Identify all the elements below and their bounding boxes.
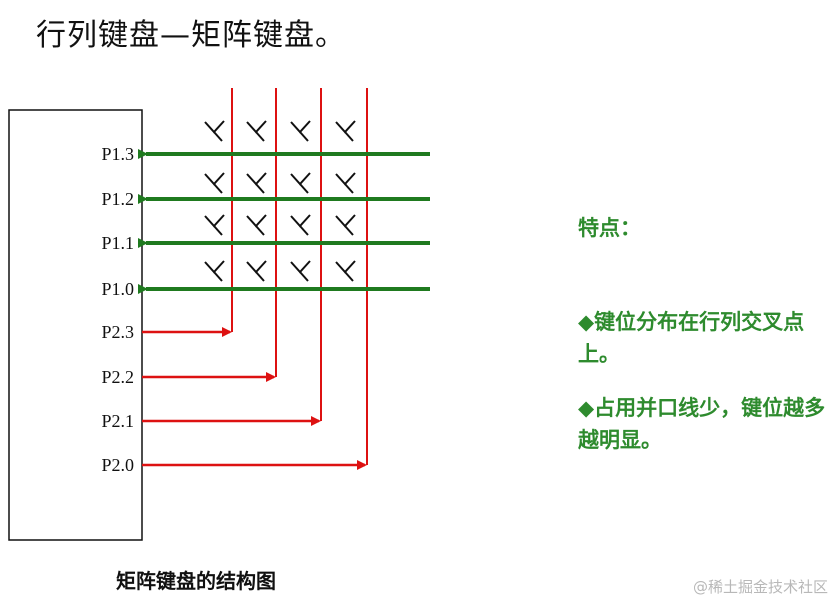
key-switch-icon (290, 120, 311, 142)
watermark: @稀土掘金技术社区 (692, 578, 828, 596)
port-label: P2.0 (101, 455, 134, 475)
key-switch-icon (204, 172, 225, 194)
key-switch-icon (204, 260, 225, 282)
key-switch-icon (335, 260, 356, 282)
port-label: P1.1 (101, 233, 134, 253)
port-label: P1.2 (101, 189, 134, 209)
feature-item: ◆键位分布在行列交叉点上。 (578, 310, 805, 366)
key-switch-icon (204, 214, 225, 236)
key-switch-icon (335, 120, 356, 142)
key-switch-icon (246, 172, 267, 194)
features-panel: 特点： ◆键位分布在行列交叉点上。 ◆占用并口线少，键位越多越明显。 (578, 212, 836, 478)
key-switch-icon (246, 260, 267, 282)
key-switch-icon (335, 214, 356, 236)
diagram-caption: 矩阵键盘的结构图 (116, 569, 276, 593)
features-heading: 特点： (578, 216, 641, 240)
port-label: P2.2 (101, 367, 134, 387)
feature-item: ◆占用并口线少，键位越多越明显。 (578, 396, 826, 452)
port-label: P1.0 (101, 279, 134, 299)
key-switch-icon (290, 214, 311, 236)
key-switch-icon (204, 120, 225, 142)
key-switch-icon (290, 172, 311, 194)
key-switch-icon (246, 214, 267, 236)
key-switch-icon (290, 260, 311, 282)
page-title: 行列键盘—矩阵键盘。 (36, 18, 346, 53)
key-switch-icon (246, 120, 267, 142)
port-label: P1.3 (101, 144, 134, 164)
microcontroller-box (8, 109, 143, 541)
port-label: P2.3 (101, 322, 134, 342)
port-label: P2.1 (101, 411, 134, 431)
key-switch-icon (335, 172, 356, 194)
